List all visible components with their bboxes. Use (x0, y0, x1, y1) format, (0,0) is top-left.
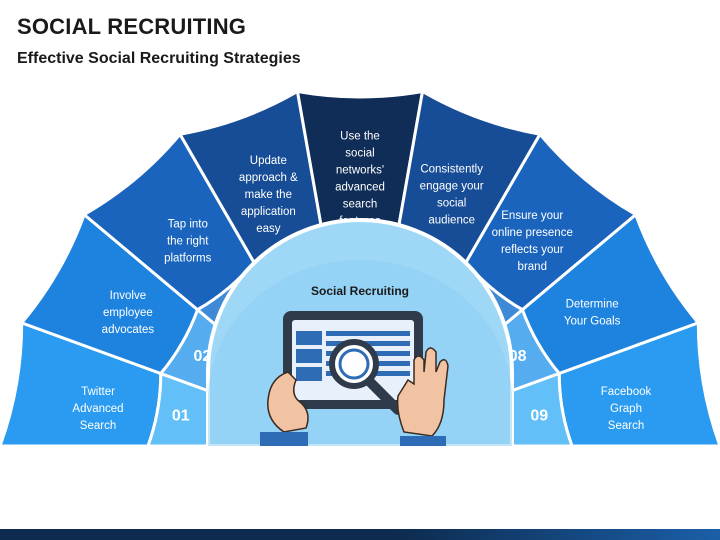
segment-number-09: 09 (530, 407, 548, 424)
bottom-accent-bar (0, 529, 720, 540)
segment-number-01: 01 (172, 407, 190, 424)
center-label: Social Recruiting (311, 284, 409, 298)
center-panel: Social Recruiting (206, 218, 514, 448)
page-subtitle: Effective Social Recruiting Strategies (17, 50, 301, 67)
hands-tablet-magnifier-icon (260, 311, 449, 446)
page-title: SOCIAL RECRUITING (17, 14, 247, 39)
